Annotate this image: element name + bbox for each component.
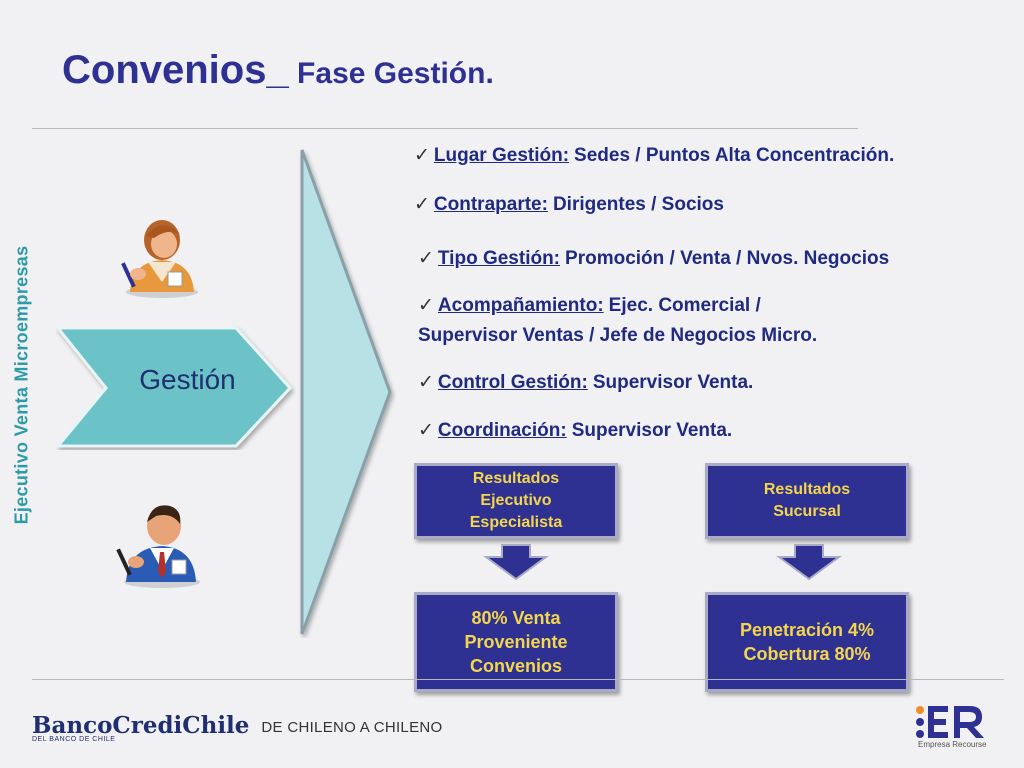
box-line: Penetración 4% [739,620,875,640]
box-line: Ejecutivo [480,492,552,509]
bullet-tipo: ✓Tipo Gestión:Promoción / Venta / Nvos. … [418,244,889,274]
bullet-lugar: ✓Lugar Gestión:Sedes / Puntos Alta Conce… [414,141,894,171]
box-line: Especialista [469,514,563,531]
bullet-value-line2: Supervisor Ventas / Jefe de Negocios Mic… [418,325,818,346]
bottom-divider [32,679,1004,680]
checkmark-icon: ✓ [418,372,434,393]
bullet-value: Supervisor Venta. [592,372,754,393]
box-line: Sucursal [773,503,841,520]
er-logo [914,702,992,754]
penetracion-box: Penetración 4% Cobertura 80% [705,592,909,692]
big-right-arrow [296,146,396,638]
bullet-acompanamiento: ✓Acompañamiento:Ejec. Comercial / Superv… [418,291,817,351]
bullet-coordinacion: ✓Coordinación:Supervisor Venta. [418,416,732,446]
bank-sub: DEL BANCO DE CHILE [32,736,116,743]
gestion-label: Gestión [139,364,236,395]
box-line: Resultados [472,470,560,487]
bullet-key: Tipo Gestión: [437,248,561,269]
checkmark-icon: ✓ [414,145,430,166]
woman-avatar-icon [118,212,202,298]
side-label: Ejecutivo Venta Microempresas [11,245,32,525]
bullet-key: Coordinación: [437,420,567,441]
down-arrow-icon [775,543,843,581]
bullet-value: Promoción / Venta / Nvos. Negocios [565,248,890,269]
bullet-key: Control Gestión: [437,372,588,393]
bullet-value: Ejec. Comercial / [608,295,761,316]
gestion-chevron [56,326,296,450]
down-arrow-icon [482,543,550,581]
bank-logo: BancoCrediChile DEL BANCO DE CHILE DE CH… [32,712,442,743]
man-avatar-icon [112,496,202,588]
bullet-value: Sedes / Puntos Alta Concentración. [574,145,895,166]
checkmark-icon: ✓ [418,248,434,269]
top-divider [32,128,858,129]
er-logo-sub: Empresa Recourse [918,740,987,749]
bullet-key: Acompañamiento: [437,295,604,316]
bullet-key: Contraparte: [433,194,548,215]
box-line: Convenios [469,656,562,676]
bank-name: BancoCrediChile [32,712,250,739]
checkmark-icon: ✓ [418,295,434,316]
bullet-key: Lugar Gestión: [433,145,570,166]
checkmark-icon: ✓ [414,194,430,215]
title-sub: Fase Gestión. [288,57,494,90]
venta-convenios-box: 80% Venta Proveniente Convenios [414,592,618,692]
bullet-control: ✓Control Gestión:Supervisor Venta. [418,368,753,398]
bank-slogan: DE CHILENO A CHILENO [261,719,443,736]
page-title: Convenios_ Fase Gestión. [62,48,494,93]
resultados-ejecutivo-box: Resultados Ejecutivo Especialista [414,463,618,539]
bullet-contraparte: ✓Contraparte:Dirigentes / Socios [414,190,724,220]
box-line: 80% Venta [471,608,561,628]
resultados-sucursal-box: Resultados Sucursal [705,463,909,539]
box-line: Cobertura 80% [743,644,871,664]
bullet-value: Dirigentes / Socios [552,194,724,215]
bullet-value: Supervisor Venta. [571,420,733,441]
box-line: Proveniente [464,632,568,652]
checkmark-icon: ✓ [418,420,434,441]
box-line: Resultados [763,481,851,498]
title-main: Convenios_ [62,48,289,92]
